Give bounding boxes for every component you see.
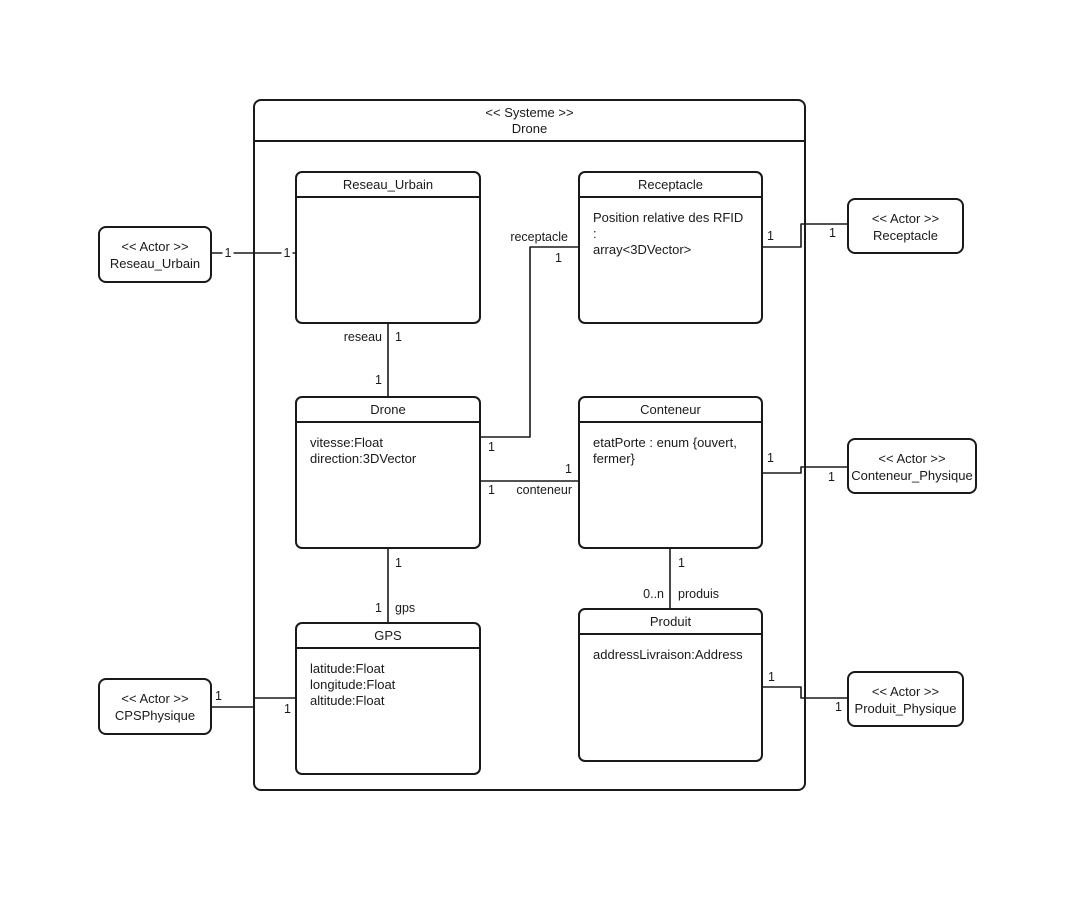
actor-name: Produit_Physique: [854, 700, 957, 716]
mult-produit-bottom: 0..n: [641, 587, 666, 601]
class-attributes: Position relative des RFID : array<3DVec…: [593, 210, 744, 257]
role-receptacle: receptacle: [508, 230, 570, 244]
actor-cps-physique[interactable]: << Actor >> CPSPhysique: [98, 678, 212, 735]
mult-conteneur-near: 1: [563, 462, 574, 476]
mult-reseau-top: 1: [393, 330, 404, 344]
actor-stereotype: << Actor >>: [121, 239, 189, 254]
actor-conteneur-physique[interactable]: << Actor >> Conteneur_Physique: [847, 438, 977, 494]
class-title: Drone: [297, 398, 479, 423]
mult-gps-bottom: 1: [373, 601, 384, 615]
class-attributes: [297, 198, 479, 210]
class-attributes: vitesse:Float direction:3DVector: [310, 435, 417, 466]
actor-name: CPSPhysique: [114, 707, 196, 723]
class-title: Conteneur: [580, 398, 761, 423]
actor-stereotype: << Actor >>: [878, 451, 946, 466]
system-stereotype: << Systeme >>: [485, 105, 574, 120]
actor-name: Reseau_Urbain: [109, 255, 201, 271]
actor-reseau-urbain[interactable]: << Actor >> Reseau_Urbain: [98, 226, 212, 283]
class-title: GPS: [297, 624, 479, 649]
actor-name: Conteneur_Physique: [851, 467, 973, 483]
mult-reseau-bottom: 1: [373, 373, 384, 387]
actor-stereotype: << Actor >>: [871, 684, 940, 699]
system-header: << Systeme >> Drone: [255, 101, 804, 142]
mult-actor-reseau-outer: 1: [222, 246, 234, 260]
class-attributes: etatPorte : enum {ouvert, fermer}: [593, 435, 737, 466]
class-produit[interactable]: Produit addressLivraison:Address: [578, 608, 763, 762]
actor-produit-physique[interactable]: << Actor >> Produit_Physique: [847, 671, 964, 727]
actor-receptacle[interactable]: << Actor >> Receptacle: [847, 198, 964, 254]
mult-actor-reseau-inner: 1: [281, 246, 293, 260]
actor-stereotype: << Actor >>: [871, 211, 940, 226]
class-title: Reseau_Urbain: [297, 173, 479, 198]
system-name: Drone: [511, 121, 548, 136]
actor-stereotype: << Actor >>: [121, 691, 189, 706]
class-title: Receptacle: [580, 173, 761, 198]
mult-actor-cps-outer: 1: [213, 689, 224, 703]
role-reseau: reseau: [341, 330, 384, 344]
class-attributes: latitude:Float longitude:Float altitude:…: [310, 661, 396, 708]
mult-produit-actor-outer: 1: [833, 700, 844, 714]
edge-drone-receptacle: [480, 246, 579, 438]
class-gps[interactable]: GPS latitude:Float longitude:Float altit…: [295, 622, 481, 775]
edge-actor-cps: [211, 697, 296, 708]
mult-conteneur-drone-end: 1: [486, 483, 497, 497]
mult-gps-top: 1: [393, 556, 404, 570]
mult-conteneur-actor-outer: 1: [826, 470, 837, 484]
mult-receptacle-actor-outer: 1: [827, 226, 838, 240]
class-title: Produit: [580, 610, 761, 635]
mult-receptacle-near: 1: [553, 251, 564, 265]
mult-conteneur-actor-inner: 1: [765, 451, 776, 465]
mult-receptacle-drone-end: 1: [486, 440, 497, 454]
role-conteneur: conteneur: [514, 483, 574, 497]
role-produis: produis: [676, 587, 721, 601]
mult-receptacle-actor-inner: 1: [765, 229, 776, 243]
role-gps: gps: [393, 601, 418, 615]
mult-produit-actor-inner: 1: [766, 670, 777, 684]
class-conteneur[interactable]: Conteneur etatPorte : enum {ouvert, ferm…: [578, 396, 763, 549]
class-attributes: addressLivraison:Address: [593, 647, 743, 662]
class-receptacle[interactable]: Receptacle Position relative des RFID : …: [578, 171, 763, 324]
edge-conteneur-actor: [762, 466, 848, 474]
mult-actor-cps-inner: 1: [282, 702, 293, 716]
edge-receptacle-actor: [762, 223, 848, 248]
actor-name: Receptacle: [872, 227, 939, 243]
class-reseau-urbain[interactable]: Reseau_Urbain: [295, 171, 481, 324]
mult-produit-top: 1: [676, 556, 687, 570]
edge-produit-actor: [762, 686, 848, 699]
class-drone[interactable]: Drone vitesse:Float direction:3DVector: [295, 396, 481, 549]
